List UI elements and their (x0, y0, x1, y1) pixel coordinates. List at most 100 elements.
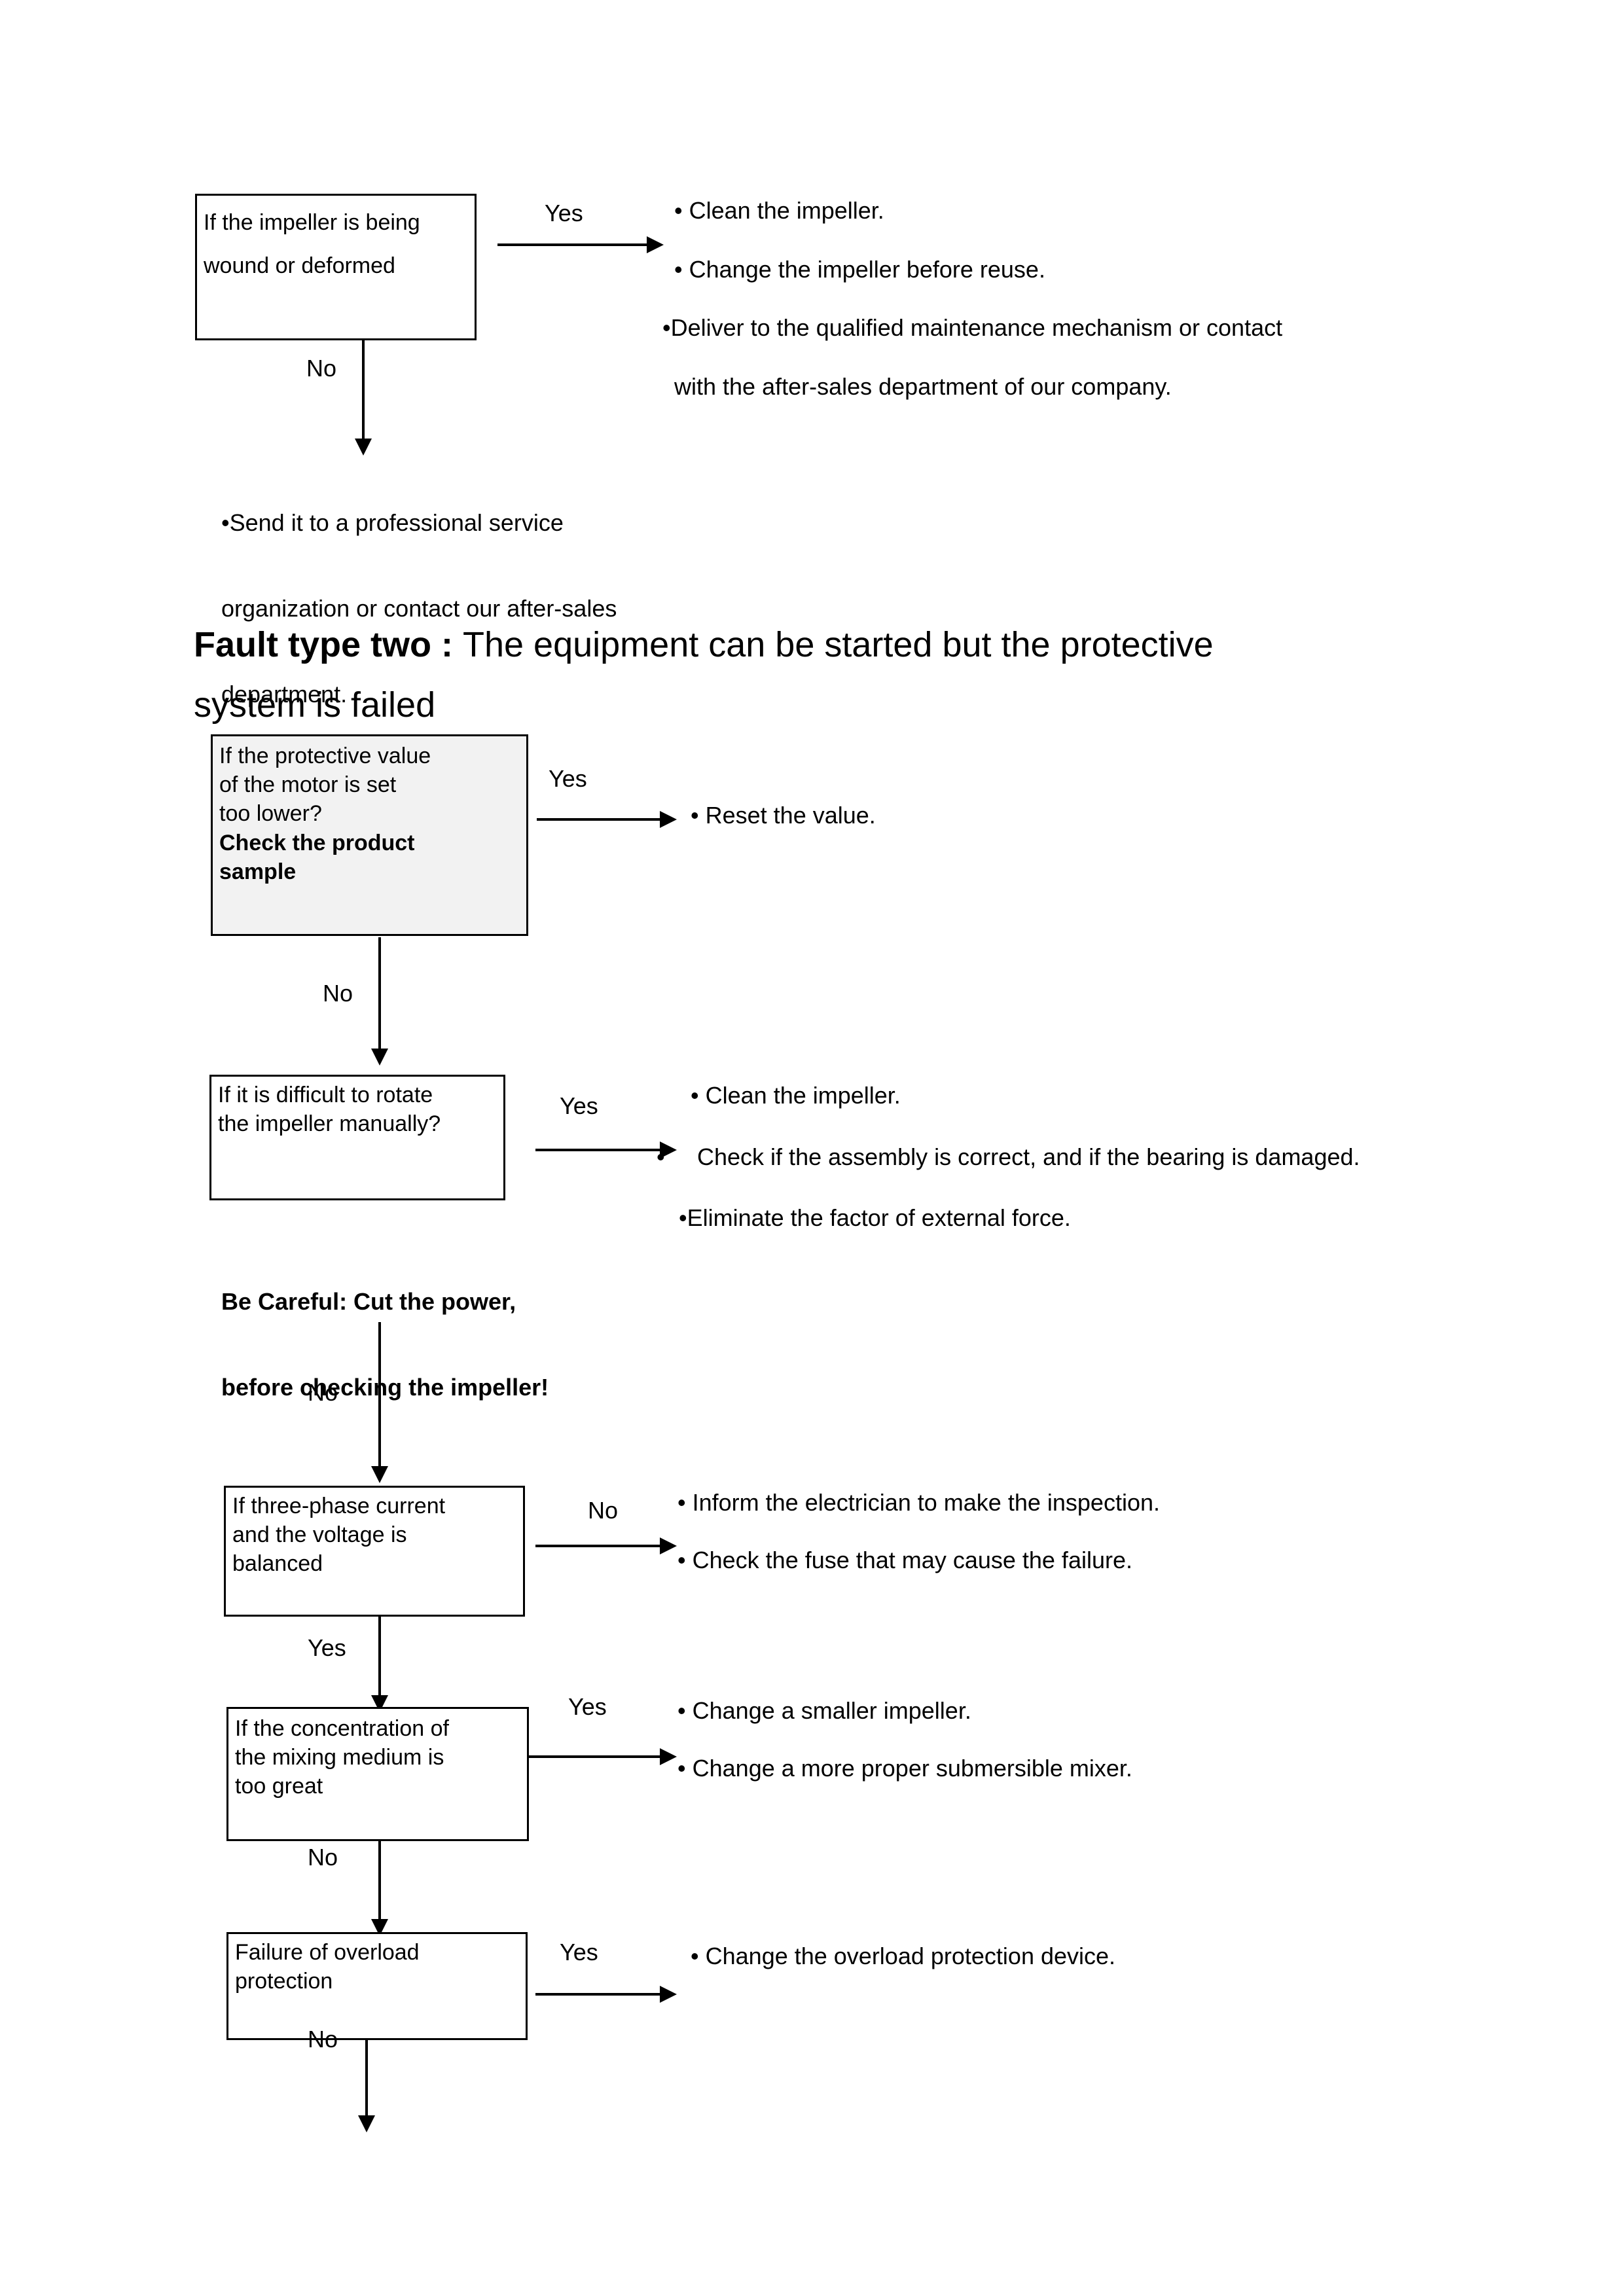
no-outcome-line3: department. (221, 680, 348, 708)
list-item: • Change a more proper submersible mixer… (677, 1753, 1398, 1784)
arrow-yes-step2 (535, 1149, 674, 1151)
concentration-line2: the mixing medium is (235, 1745, 444, 1770)
decision-box-three-phase: If three-phase current and the voltage i… (224, 1486, 525, 1617)
bullet-glyph: • (691, 1082, 699, 1109)
concentration-line1: If the concentration of (235, 1716, 449, 1741)
decision-box-concentration-text: If the concentration of the mixing mediu… (235, 1714, 522, 1801)
arrow-no-step5 (365, 2040, 368, 2128)
list-item: •Eliminate the factor of external force. (679, 1202, 1424, 1234)
action-text-continued: with the after-sales department of our c… (674, 372, 1172, 400)
branch-label-no-step4: No (308, 1844, 338, 1871)
three-phase-line2: and the voltage is (232, 1522, 407, 1548)
decision-box-overload-protection-text: Failure of overload protection (235, 1938, 520, 1996)
arrow-no-step4 (378, 1840, 381, 1932)
three-phase-line3: balanced (232, 1551, 323, 1577)
branch-label-yes-step2: Yes (560, 1092, 598, 1119)
overload-line1: Failure of overload (235, 1940, 420, 1965)
action-text: Eliminate the factor of external force. (687, 1204, 1071, 1231)
action-text: Check if the assembly is correct, and if… (697, 1143, 1360, 1170)
actions-rotate-impeller: • Clean the impeller. • Check if the ass… (657, 1080, 1424, 1233)
decision-box-rotate-impeller: If it is difficult to rotate the impelle… (209, 1075, 505, 1200)
no-outcome-line2: organization or contact our after-sales (221, 594, 617, 622)
rotate-impeller-line1: If it is difficult to rotate (218, 1083, 433, 1107)
action-text: Change the overload protection device. (705, 1943, 1116, 1969)
heading-bold: Fault type two : (194, 625, 463, 664)
bullet-glyph: • (679, 1204, 687, 1231)
warning-cut-power: Be Careful: Cut the power, before checki… (195, 1237, 693, 1452)
branch-label-yes-step4: Yes (568, 1693, 607, 1720)
branch-label-yes-1: Yes (545, 200, 583, 226)
bullet-glyph: • (677, 1697, 686, 1724)
decision-box-impeller-wound: If the impeller is being wound or deform… (195, 194, 477, 340)
branch-label-no-1: No (306, 355, 337, 382)
arrow-yes-step3 (378, 1617, 381, 1708)
action-text: Change a smaller impeller. (692, 1697, 971, 1724)
warning-line1: Be Careful: Cut the power, (221, 1287, 516, 1315)
protective-value-bold-line1: Check the product (219, 830, 415, 855)
list-item: • Clean the impeller. (691, 1080, 1424, 1111)
no-outcome-line1: Send it to a professional service (229, 509, 564, 536)
arrow-no-step3 (535, 1545, 674, 1547)
heading-rest-line1: The equipment can be started but the pro… (463, 625, 1214, 664)
bullet-glyph: • (674, 255, 683, 283)
branch-label-no-step2: No (308, 1379, 338, 1406)
impeller-wound-line1: If the impeller is being (204, 210, 420, 235)
protective-value-line3: too lower? (219, 801, 322, 827)
list-item: •Deliver to the qualified maintenance me… (662, 312, 1460, 344)
protective-value-line2: of the motor is set (219, 772, 397, 798)
page-title: Fault type two : The equipment can be st… (194, 615, 1437, 736)
actions-protective-value: • Reset the value. (691, 800, 1280, 831)
action-text: Change a more proper submersible mixer. (692, 1754, 1132, 1782)
actions-overload-protection: • Change the overload protection device. (691, 1941, 1411, 1972)
actions-impeller-wound: • Clean the impeller. • Change the impel… (662, 195, 1460, 403)
branch-label-no-step1: No (323, 980, 353, 1007)
bullet-glyph: • (677, 1546, 686, 1573)
bullet-glyph: • (677, 1489, 686, 1516)
decision-box-impeller-wound-text: If the impeller is being wound or deform… (204, 201, 469, 288)
arrow-no-step2 (378, 1322, 381, 1479)
arrow-no-1 (362, 340, 365, 452)
no-outcome-impeller-wound: •Send it to a professional service organ… (195, 458, 732, 759)
decision-box-protective-value: If the protective value of the motor is … (211, 734, 528, 936)
list-item: • Change a smaller impeller. (677, 1695, 1398, 1727)
decision-box-rotate-impeller-text: If it is difficult to rotate the impelle… (218, 1081, 498, 1138)
arrow-yes-step4 (529, 1755, 674, 1758)
action-text: Inform the electrician to make the inspe… (692, 1489, 1160, 1516)
bullet-glyph: • (691, 802, 699, 829)
bullet-glyph: • (677, 1754, 686, 1782)
arrow-no-step1 (378, 937, 381, 1062)
bullet-glyph: • (674, 197, 683, 224)
actions-concentration: • Change a smaller impeller. • Change a … (677, 1695, 1398, 1784)
protective-value-bold-line2: sample (219, 859, 297, 884)
no-outcome-bullet: • (221, 509, 230, 536)
bullet-glyph: • (691, 1943, 699, 1969)
warning-line2: before checking the impeller! (221, 1373, 549, 1401)
decision-box-protective-value-text: If the protective value of the motor is … (219, 742, 521, 886)
overload-line2: protection (235, 1969, 333, 1994)
branch-label-yes-step5: Yes (560, 1939, 598, 1965)
arrow-yes-1 (497, 243, 661, 246)
list-item: • Reset the value. (691, 800, 1280, 831)
action-text: Reset the value. (705, 802, 876, 829)
impeller-wound-line2: wound or deformed (204, 253, 395, 279)
branch-label-yes-step3: Yes (308, 1634, 346, 1661)
decision-box-three-phase-text: If three-phase current and the voltage i… (232, 1492, 518, 1579)
arrow-yes-step5 (535, 1993, 674, 1996)
branch-label-no-step5: No (308, 2026, 338, 2053)
protective-value-line1: If the protective value (219, 744, 431, 768)
action-text: Deliver to the qualified maintenance mec… (670, 314, 1283, 342)
decision-box-concentration: If the concentration of the mixing mediu… (226, 1707, 529, 1841)
heading-rest-line2: system is failed (194, 685, 436, 725)
actions-three-phase: • Inform the electrician to make the ins… (677, 1487, 1398, 1575)
list-item: • Inform the electrician to make the ins… (677, 1487, 1398, 1518)
list-item: • Change the impeller before reuse. (674, 254, 1460, 285)
branch-label-yes-step1: Yes (549, 765, 587, 792)
bullet-glyph: • (662, 314, 671, 342)
branch-label-no-step3: No (588, 1497, 619, 1524)
list-item: • Check the fuse that may cause the fail… (677, 1545, 1398, 1576)
list-item: • Clean the impeller. (674, 195, 1460, 226)
action-text: Clean the impeller. (689, 197, 884, 224)
list-item-continuation: with the after-sales department of our c… (674, 371, 1460, 403)
three-phase-line1: If three-phase current (232, 1494, 446, 1518)
